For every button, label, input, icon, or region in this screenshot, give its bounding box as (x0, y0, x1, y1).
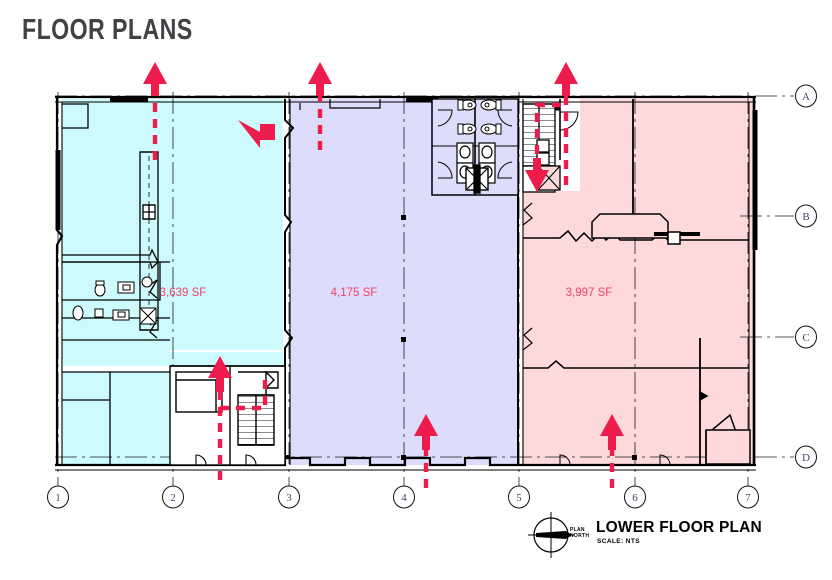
egress-arrow-north-east (554, 62, 578, 96)
plan-legend-title: LOWER FLOOR PLAN (596, 519, 762, 536)
center-suite-interior (299, 99, 381, 110)
egress-arrow-south-center (414, 414, 438, 450)
grid-bubble-B: B (795, 204, 817, 228)
west-suite-fill (62, 99, 283, 465)
egress-path-stair-loop (220, 375, 268, 411)
grid-bubble-C: C (795, 325, 817, 349)
svg-text:7: 7 (745, 492, 751, 504)
svg-text:6: 6 (632, 492, 638, 504)
egress-arrow-stair-loop (238, 120, 275, 148)
svg-text:2: 2 (170, 492, 176, 504)
egress-arrow-south-east (600, 414, 624, 450)
grid-bubble-4: 4 (393, 485, 415, 509)
page-title: FLOOR PLANS (22, 14, 193, 46)
stair-core-lower (169, 365, 286, 466)
svg-text:C: C (802, 332, 809, 344)
grid-bubbles: 1 2 3 4 5 6 7 (47, 84, 817, 509)
west-suite-interior (62, 103, 170, 465)
svg-text:D: D (802, 452, 810, 464)
grid-bubble-D: D (795, 445, 817, 469)
west-suite-area-label: 3,639 SF (160, 287, 207, 299)
egress-path-east-core (534, 102, 566, 170)
svg-text:5: 5 (516, 492, 522, 504)
plan-north-label: PLAN NORTH (570, 527, 589, 539)
svg-text:3: 3 (286, 492, 292, 504)
egress-arrow-north-west (143, 62, 167, 96)
grid-bubble-A: A (795, 84, 817, 108)
east-suite-fill (523, 99, 756, 465)
plan-legend: PLAN NORTH LOWER FLOOR PLAN SCALE: NTS (530, 513, 790, 563)
suite-area-labels: 3,639 SF 4,175 SF 3,997 SF (160, 287, 613, 299)
grid-bubble-3: 3 (278, 485, 300, 509)
grid-bubble-1: 1 (47, 485, 69, 509)
grid-bubble-5: 5 (508, 485, 530, 509)
grid-bubble-6: 6 (624, 485, 646, 509)
plan-north-label-line2: NORTH (570, 533, 590, 539)
svg-text:A: A (802, 91, 810, 103)
east-suite-area-label: 3,997 SF (566, 287, 613, 299)
plan-north-label-line1: PLAN (570, 527, 585, 533)
core-restrooms-elevator (431, 98, 579, 196)
egress-arrowheads (143, 62, 624, 450)
svg-text:1: 1 (55, 492, 61, 504)
svg-text:4: 4 (401, 492, 407, 504)
egress-arrow-north-center (308, 62, 332, 96)
center-suite-area-label: 4,175 SF (331, 287, 378, 299)
grid-bubble-2: 2 (162, 485, 184, 509)
east-suite-interior (522, 99, 751, 466)
egress-arrow-core-down (525, 158, 549, 192)
west-suite-fill-b (170, 352, 283, 366)
plan-legend-scale: SCALE: NTS (597, 538, 640, 545)
svg-text:B: B (802, 211, 809, 223)
egress-arrow-stair-west (208, 356, 232, 392)
grid-bubble-7: 7 (737, 485, 759, 509)
suite-fills (62, 99, 756, 466)
plan-north-compass-icon (528, 512, 574, 558)
